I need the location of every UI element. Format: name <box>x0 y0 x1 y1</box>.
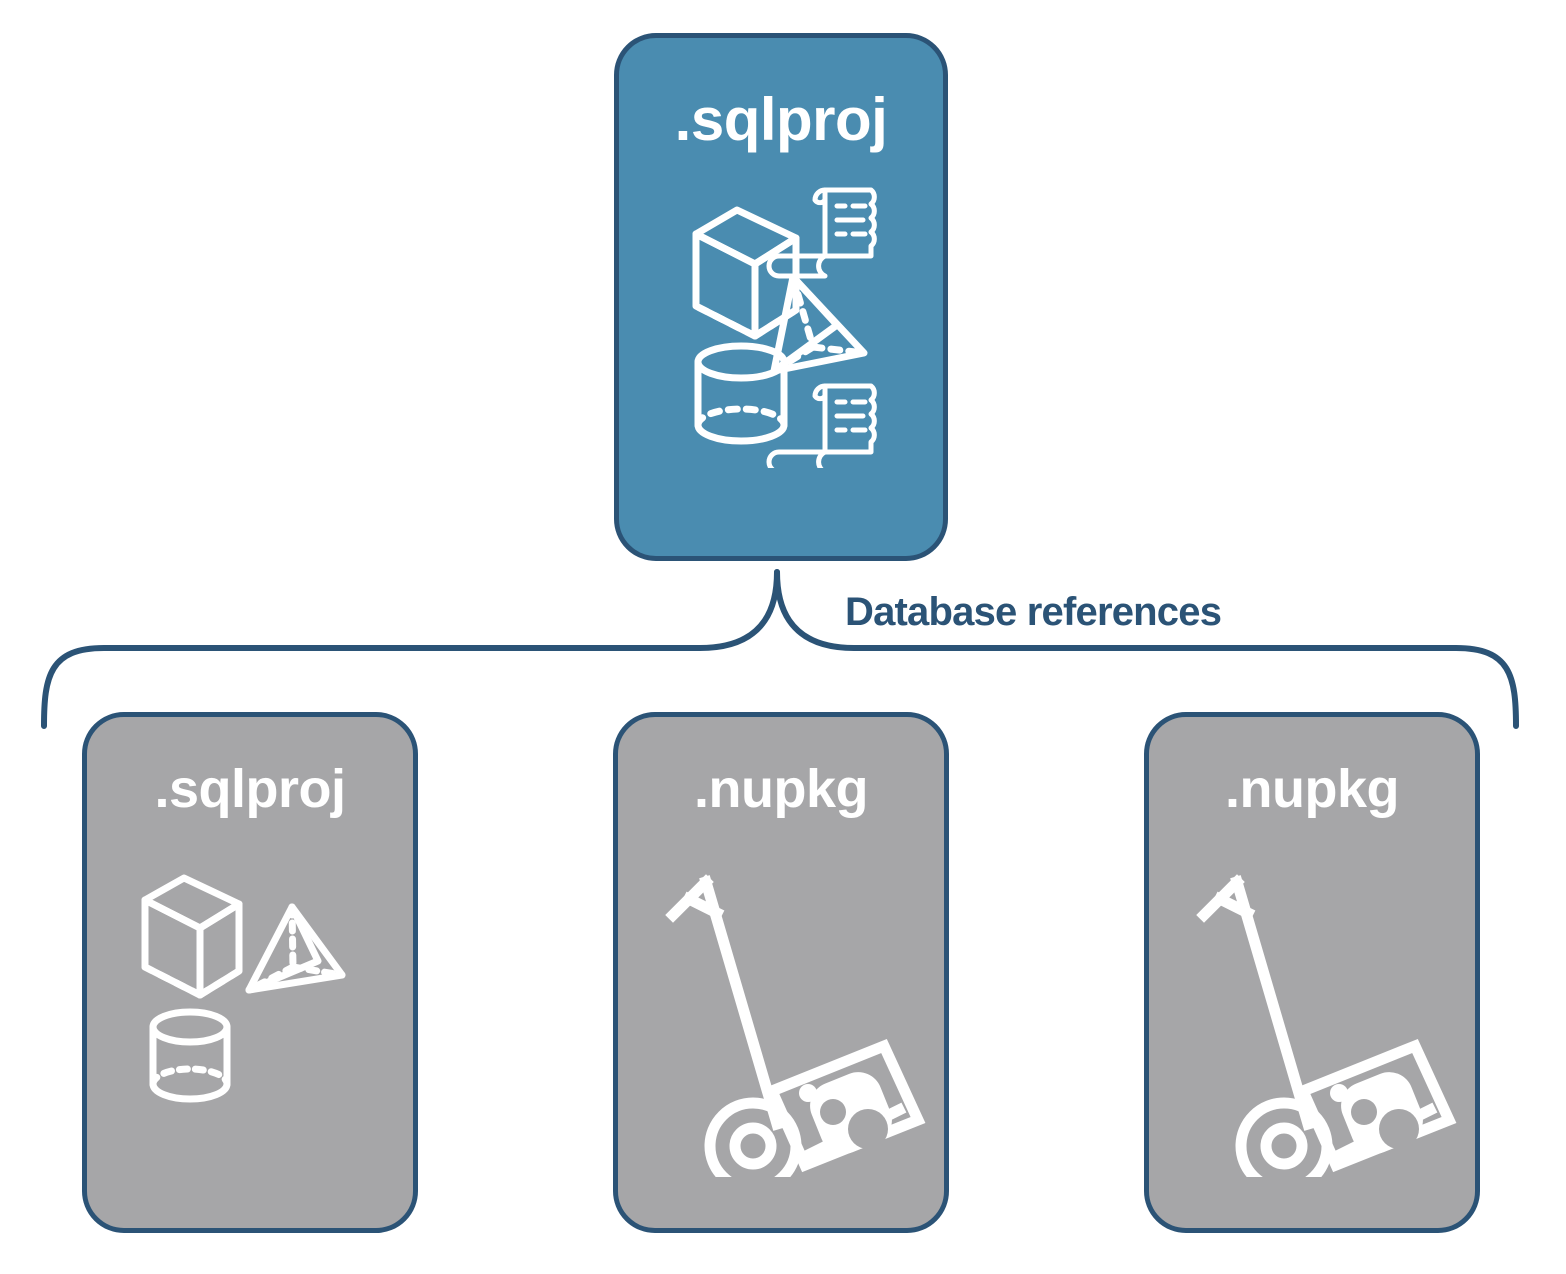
sqlproj-reference-icons-svg <box>141 874 346 1103</box>
nupkg-reference-2-icon-group <box>1149 857 1475 1195</box>
node-title-nupkg-reference-1: .nupkg <box>694 759 868 819</box>
cylinder-icon <box>149 1008 231 1103</box>
node-nupkg-reference-2[interactable]: .nupkg <box>1144 712 1480 1233</box>
script-scroll-icon <box>766 383 877 475</box>
node-sqlproj-parent[interactable]: .sqlproj <box>614 33 948 561</box>
connector-label-database-references: Database references <box>845 590 1222 634</box>
hand-truck-icons-svg-1 <box>665 874 926 1195</box>
nuget-package-holes <box>820 1099 888 1149</box>
parent-icon-group <box>619 178 943 475</box>
node-title-nupkg-reference-2: .nupkg <box>1225 759 1399 819</box>
node-sqlproj-reference[interactable]: .sqlproj <box>82 712 418 1233</box>
node-nupkg-reference-1[interactable]: .nupkg <box>613 712 949 1233</box>
pyramid-icon <box>770 273 868 375</box>
cube-icon <box>141 874 243 999</box>
nuget-package-holes <box>1351 1099 1419 1149</box>
cylinder-icon <box>694 342 788 445</box>
node-title-sqlproj-reference: .sqlproj <box>154 759 346 819</box>
cube-icon <box>692 206 800 340</box>
script-scroll-icon <box>766 187 877 279</box>
hand-truck-icons-svg-2 <box>1196 874 1457 1195</box>
parent-icons-svg <box>692 187 877 475</box>
node-title-sqlproj-parent: .sqlproj <box>674 86 888 153</box>
nupkg-reference-1-icon-group <box>618 857 944 1195</box>
pyramid-icon <box>245 903 346 994</box>
sqlproj-reference-icon-group <box>87 857 413 1117</box>
